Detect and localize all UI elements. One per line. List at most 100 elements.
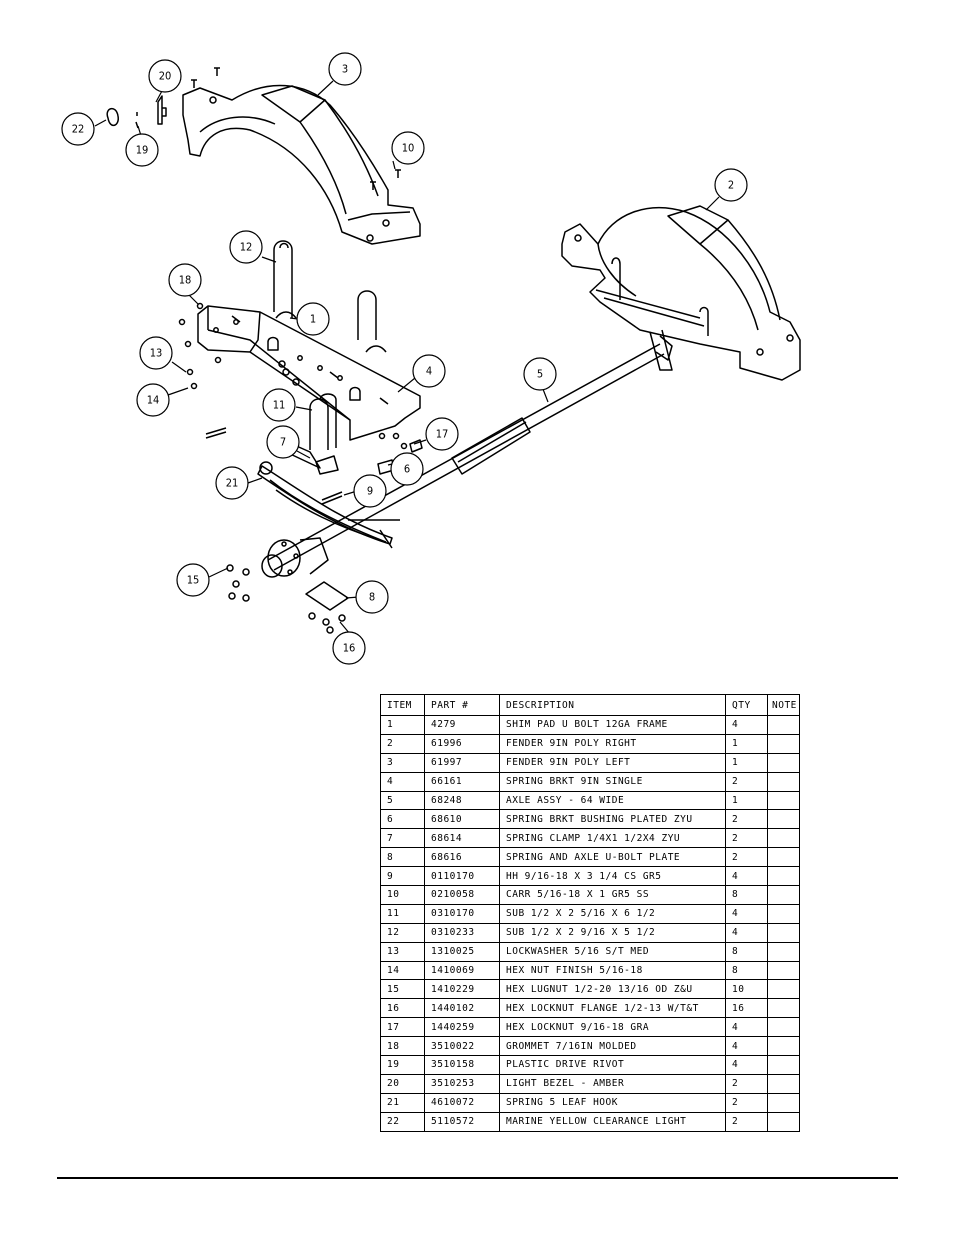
balloon-22 <box>61 112 95 146</box>
cell-note <box>767 1092 800 1113</box>
cell-item: 2 <box>380 733 425 754</box>
balloon-label: 12 <box>240 241 253 254</box>
balloon-label: 11 <box>273 399 286 412</box>
cell-qty: 8 <box>725 941 768 962</box>
header-description: DESCRIPTION <box>499 694 726 716</box>
cell-part-number: 68248 <box>424 790 500 811</box>
cell-part-number: 5110572 <box>424 1111 500 1132</box>
cell-qty: 2 <box>725 1073 768 1094</box>
cell-part-number: 4610072 <box>424 1092 500 1113</box>
ubolt-plate <box>305 581 349 611</box>
cell-description: SPRING BRKT BUSHING PLATED ZYU <box>499 809 726 830</box>
cell-part-number: 1410229 <box>424 979 500 1000</box>
cell-note <box>767 847 800 868</box>
balloon-label: 5 <box>537 368 543 381</box>
cell-description: FENDER 9IN POLY LEFT <box>499 752 726 773</box>
cell-description: PLASTIC DRIVE RIVOT <box>499 1055 726 1075</box>
cell-qty: 1 <box>725 752 768 773</box>
right-fender <box>561 205 801 381</box>
balloon-11 <box>262 388 296 422</box>
balloon-2 <box>714 168 748 202</box>
cell-item: 16 <box>380 998 425 1019</box>
balloon-label: 1 <box>310 313 316 326</box>
cell-part-number: 68614 <box>424 828 500 849</box>
balloon-label: 17 <box>436 428 449 441</box>
balloon-4 <box>412 354 446 388</box>
cell-item: 6 <box>380 809 425 830</box>
cell-description: HEX LUGNUT 1/2-20 13/16 OD Z&U <box>499 979 726 1000</box>
balloon-1 <box>296 302 330 336</box>
table-header-row: ITEM PART # DESCRIPTION QTY NOTE <box>380 694 800 716</box>
balloon-label: 9 <box>367 485 373 498</box>
cell-part-number: 0210058 <box>424 885 500 905</box>
balloon-label: 20 <box>159 70 172 83</box>
cell-description: SPRING BRKT 9IN SINGLE <box>499 771 726 792</box>
balloon-3 <box>328 52 362 86</box>
cell-qty: 2 <box>725 1092 768 1113</box>
cell-part-number: 61996 <box>424 733 500 754</box>
cell-note <box>767 903 800 924</box>
cell-note <box>767 1017 800 1038</box>
header-part-number: PART # <box>424 694 500 716</box>
balloon-label: 16 <box>343 642 356 655</box>
cell-note <box>767 979 800 1000</box>
balloon-label: 18 <box>179 274 192 287</box>
cell-part-number: 1310025 <box>424 941 500 962</box>
header-qty: QTY <box>725 694 768 716</box>
cell-description: SHIM PAD U BOLT 12GA FRAME <box>499 715 726 735</box>
cell-item: 8 <box>380 847 425 868</box>
cell-item: 3 <box>380 752 425 773</box>
cell-note <box>767 960 800 981</box>
balloon-5 <box>523 357 557 391</box>
cell-note <box>767 771 800 792</box>
balloon-16 <box>332 631 366 665</box>
cell-qty: 1 <box>725 733 768 754</box>
cell-qty: 4 <box>725 1036 768 1057</box>
cell-qty: 4 <box>725 1017 768 1038</box>
cell-description: SPRING AND AXLE U-BOLT PLATE <box>499 847 726 868</box>
cell-part-number: 0310170 <box>424 903 500 924</box>
cell-item: 5 <box>380 790 425 811</box>
cell-part-number: 66161 <box>424 771 500 792</box>
cell-description: HH 9/16-18 X 3 1/4 CS GR5 <box>499 866 726 887</box>
cell-item: 18 <box>380 1036 425 1057</box>
leaf-spring <box>257 461 393 545</box>
cell-description: SPRING CLAMP 1/4X1 1/2X4 ZYU <box>499 828 726 849</box>
cell-note <box>767 866 800 887</box>
cell-note <box>767 828 800 849</box>
loose-hardware <box>178 302 423 634</box>
balloon-7 <box>266 425 300 459</box>
cell-description: AXLE ASSY - 64 WIDE <box>499 790 726 811</box>
cell-note <box>767 752 800 773</box>
balloon-9 <box>353 474 387 508</box>
wheel-hub <box>261 537 329 578</box>
cell-part-number: 0310233 <box>424 922 500 943</box>
cell-qty: 4 <box>725 866 768 887</box>
balloon-label: 4 <box>426 365 432 378</box>
cell-qty: 2 <box>725 771 768 792</box>
balloon-label: 13 <box>150 347 163 360</box>
balloon-21 <box>215 466 249 500</box>
cell-description: SPRING 5 LEAF HOOK <box>499 1092 726 1113</box>
cell-qty: 16 <box>725 998 768 1019</box>
cell-item: 14 <box>380 960 425 981</box>
cell-item: 9 <box>380 866 425 887</box>
cell-description: CARR 5/16-18 X 1 GR5 SS <box>499 885 726 905</box>
cell-description: SUB 1/2 X 2 5/16 X 6 1/2 <box>499 903 726 924</box>
header-item: ITEM <box>380 694 425 716</box>
cell-item: 22 <box>380 1111 425 1132</box>
balloon-label: 21 <box>226 477 239 490</box>
cell-item: 12 <box>380 922 425 943</box>
cell-item: 13 <box>380 941 425 962</box>
